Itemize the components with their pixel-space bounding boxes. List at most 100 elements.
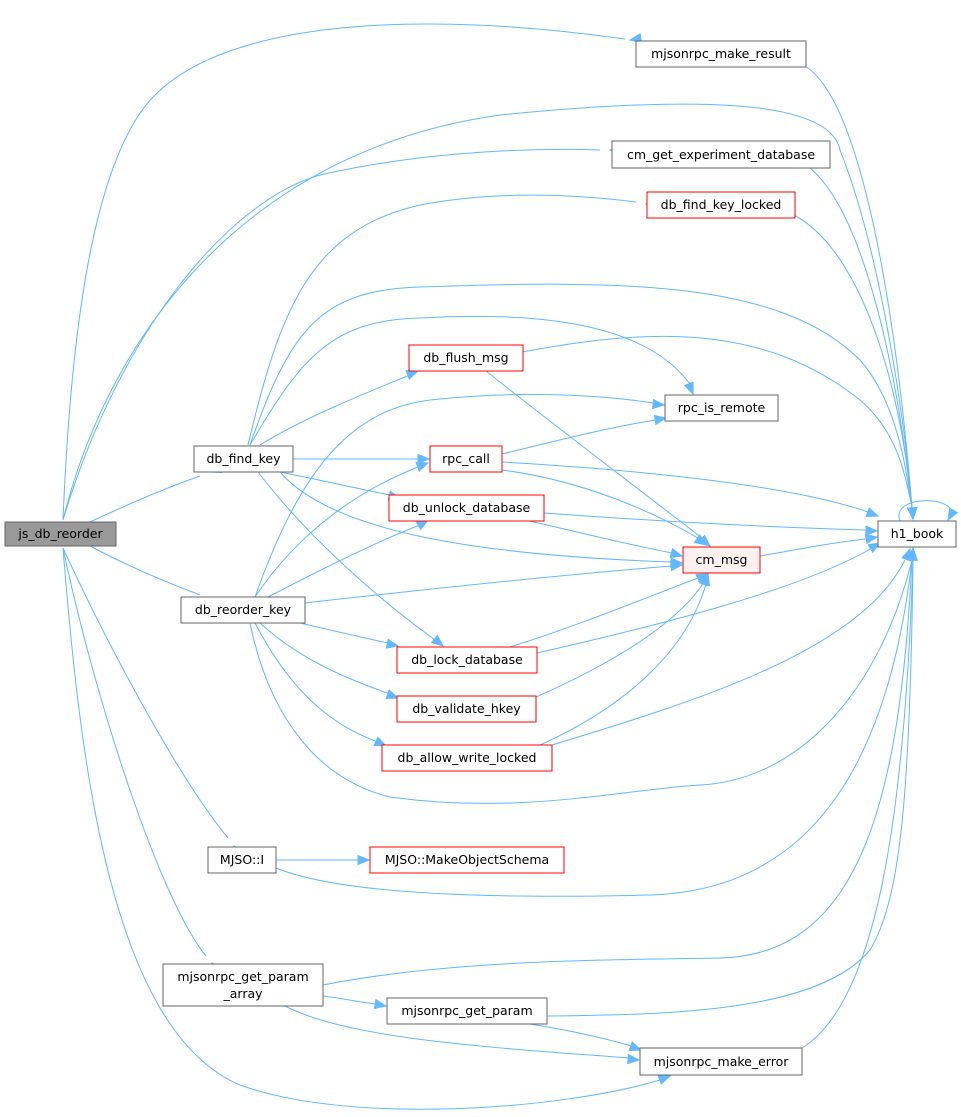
- edge-mjsonrpc-get-param-to-mjsonrpc-make-error: [529, 1023, 643, 1051]
- edge-line: [804, 65, 913, 509]
- node-label: mjsonrpc_make_error: [654, 1054, 790, 1069]
- node-h1-book[interactable]: h1_book: [877, 520, 957, 548]
- node-mjsonrpc-get-param-array[interactable]: mjsonrpc_get_param _array: [162, 963, 324, 1007]
- node-label: MJSO::MakeObjectSchema: [385, 852, 549, 867]
- node-label: js_db_reorder: [17, 526, 103, 541]
- node-db-reorder-key[interactable]: db_reorder_key: [180, 596, 306, 624]
- edge-arrowhead: [373, 736, 388, 747]
- edge-line: [279, 471, 673, 563]
- node-box: [381, 744, 553, 772]
- node-mjsonrpc-make-error[interactable]: mjsonrpc_make_error: [639, 1047, 803, 1076]
- edge-line: [551, 559, 906, 746]
- edge-mjsonrpc-get-param-array-to-mjsonrpc-get-param: [322, 995, 388, 1010]
- edge-cm-get-experiment-database-to-h1-book: [809, 167, 918, 521]
- edge-arrowhead: [385, 638, 400, 649]
- node-label: db_validate_hkey: [412, 701, 521, 716]
- edge-db-unlock-database-to-h1-book: [543, 512, 879, 536]
- edge-line: [279, 471, 391, 496]
- edge-db-reorder-key-to-h1-book: [249, 546, 918, 804]
- node-label: MJSO::I: [220, 852, 264, 867]
- edge-arrowhead: [670, 560, 684, 572]
- edge-arrowhead: [693, 534, 708, 546]
- node-mjsonrpc-get-param[interactable]: mjsonrpc_get_param: [386, 997, 548, 1025]
- edge-arrowhead: [417, 453, 431, 465]
- node-mjso-i[interactable]: MJSO::I: [207, 846, 277, 874]
- edge-line: [509, 577, 699, 648]
- node-label: mjsonrpc_get_param: [401, 1003, 532, 1018]
- edge-rpc-call-to-cm-msg: [501, 469, 708, 546]
- node-db-find-key[interactable]: db_find_key: [193, 445, 294, 473]
- node-label: rpc_is_remote: [678, 400, 766, 415]
- edge-mjsonrpc-make-result-to-h1-book: [804, 65, 918, 521]
- node-db-lock-database[interactable]: db_lock_database: [396, 646, 538, 674]
- edge-line: [535, 581, 705, 698]
- node-db-validate-hkey[interactable]: db_validate_hkey: [396, 695, 537, 723]
- edge-db-find-key-to-db-find-key-locked: [247, 194, 658, 446]
- node-js-db-reorder[interactable]: js_db_reorder: [4, 521, 117, 547]
- node-db-flush-msg[interactable]: db_flush_msg: [408, 344, 524, 372]
- edge-line: [801, 559, 914, 1049]
- node-cm-get-experiment-database[interactable]: cm_get_experiment_database: [611, 140, 831, 169]
- edge-line: [254, 393, 655, 598]
- edge-line: [521, 335, 913, 509]
- edge-arrowhead: [627, 1053, 641, 1065]
- edge-line: [898, 500, 953, 522]
- node-rpc-call[interactable]: rpc_call: [429, 445, 503, 473]
- edge-line: [501, 419, 657, 455]
- edge-line: [529, 1023, 633, 1047]
- node-label: db_flush_msg: [423, 350, 508, 365]
- node-label: cm_msg: [696, 552, 748, 567]
- edge-arrowhead: [906, 507, 918, 521]
- node-label: db_lock_database: [411, 652, 523, 667]
- edge-arrowhead: [947, 507, 959, 522]
- node-label: cm_get_experiment_database: [627, 147, 815, 162]
- edge-line: [275, 559, 913, 897]
- edge-db-lock-database-to-h1-book: [536, 542, 882, 654]
- edge-line: [284, 1005, 630, 1059]
- edge-line: [267, 524, 421, 598]
- node-box: [4, 521, 117, 547]
- node-box: [408, 344, 524, 372]
- edge-line: [529, 520, 673, 554]
- edge-arrowhead: [430, 634, 445, 647]
- node-db-find-key-locked[interactable]: db_find_key_locked: [646, 191, 796, 219]
- edge-db-reorder-key-to-rpc-is-remote: [254, 393, 666, 598]
- node-box: [162, 963, 324, 1007]
- node-label: db_allow_write_locked: [398, 750, 537, 765]
- edge-db-validate-hkey-to-cm-msg: [535, 572, 709, 698]
- edge-line: [546, 559, 914, 1017]
- node-label: mjsonrpc_get_param: [177, 969, 308, 984]
- edge-arrowhead: [669, 547, 684, 559]
- edge-line: [809, 167, 913, 509]
- edge-db-reorder-key-to-db-unlock-database: [267, 519, 430, 598]
- node-mjso-makeobjectschema[interactable]: MJSO::MakeObjectSchema: [369, 846, 565, 874]
- edge-arrowhead: [865, 507, 880, 517]
- node-label: rpc_call: [442, 451, 490, 466]
- edge-js-db-reorder-to-mjso-i: [62, 547, 246, 859]
- node-db-allow-write-locked[interactable]: db_allow_write_locked: [381, 744, 553, 772]
- edge-arrowhead: [683, 381, 694, 396]
- node-label-line2: _array: [222, 986, 263, 1001]
- edge-line: [485, 370, 703, 539]
- edge-cm-msg-to-h1-book: [759, 533, 879, 557]
- edge-js-db-reorder-to-db-find-key: [89, 463, 223, 523]
- node-box: [207, 846, 277, 874]
- node-db-unlock-database[interactable]: db_unlock_database: [388, 494, 545, 522]
- edge-db-find-key-locked-to-h1-book: [793, 214, 918, 521]
- edge-db-find-key-to-db-flush-msg: [259, 370, 420, 446]
- edge-line: [249, 283, 913, 509]
- edge-rpc-call-to-h1-book: [501, 461, 880, 517]
- node-rpc-is-remote[interactable]: rpc_is_remote: [664, 394, 779, 422]
- edge-line: [322, 559, 913, 986]
- edge-db-reorder-key-to-db-lock-database: [299, 622, 400, 649]
- edge-line: [539, 583, 707, 746]
- edge-line: [62, 23, 626, 521]
- edge-arrowhead: [628, 1041, 643, 1051]
- edge-db-unlock-database-to-cm-msg: [529, 520, 684, 559]
- node-mjsonrpc-make-result[interactable]: mjsonrpc_make_result: [635, 40, 807, 68]
- edge-rpc-call-to-rpc-is-remote: [501, 414, 668, 455]
- edge-line: [62, 547, 661, 1110]
- edge-line: [793, 214, 913, 509]
- node-cm-msg[interactable]: cm_msg: [682, 546, 761, 574]
